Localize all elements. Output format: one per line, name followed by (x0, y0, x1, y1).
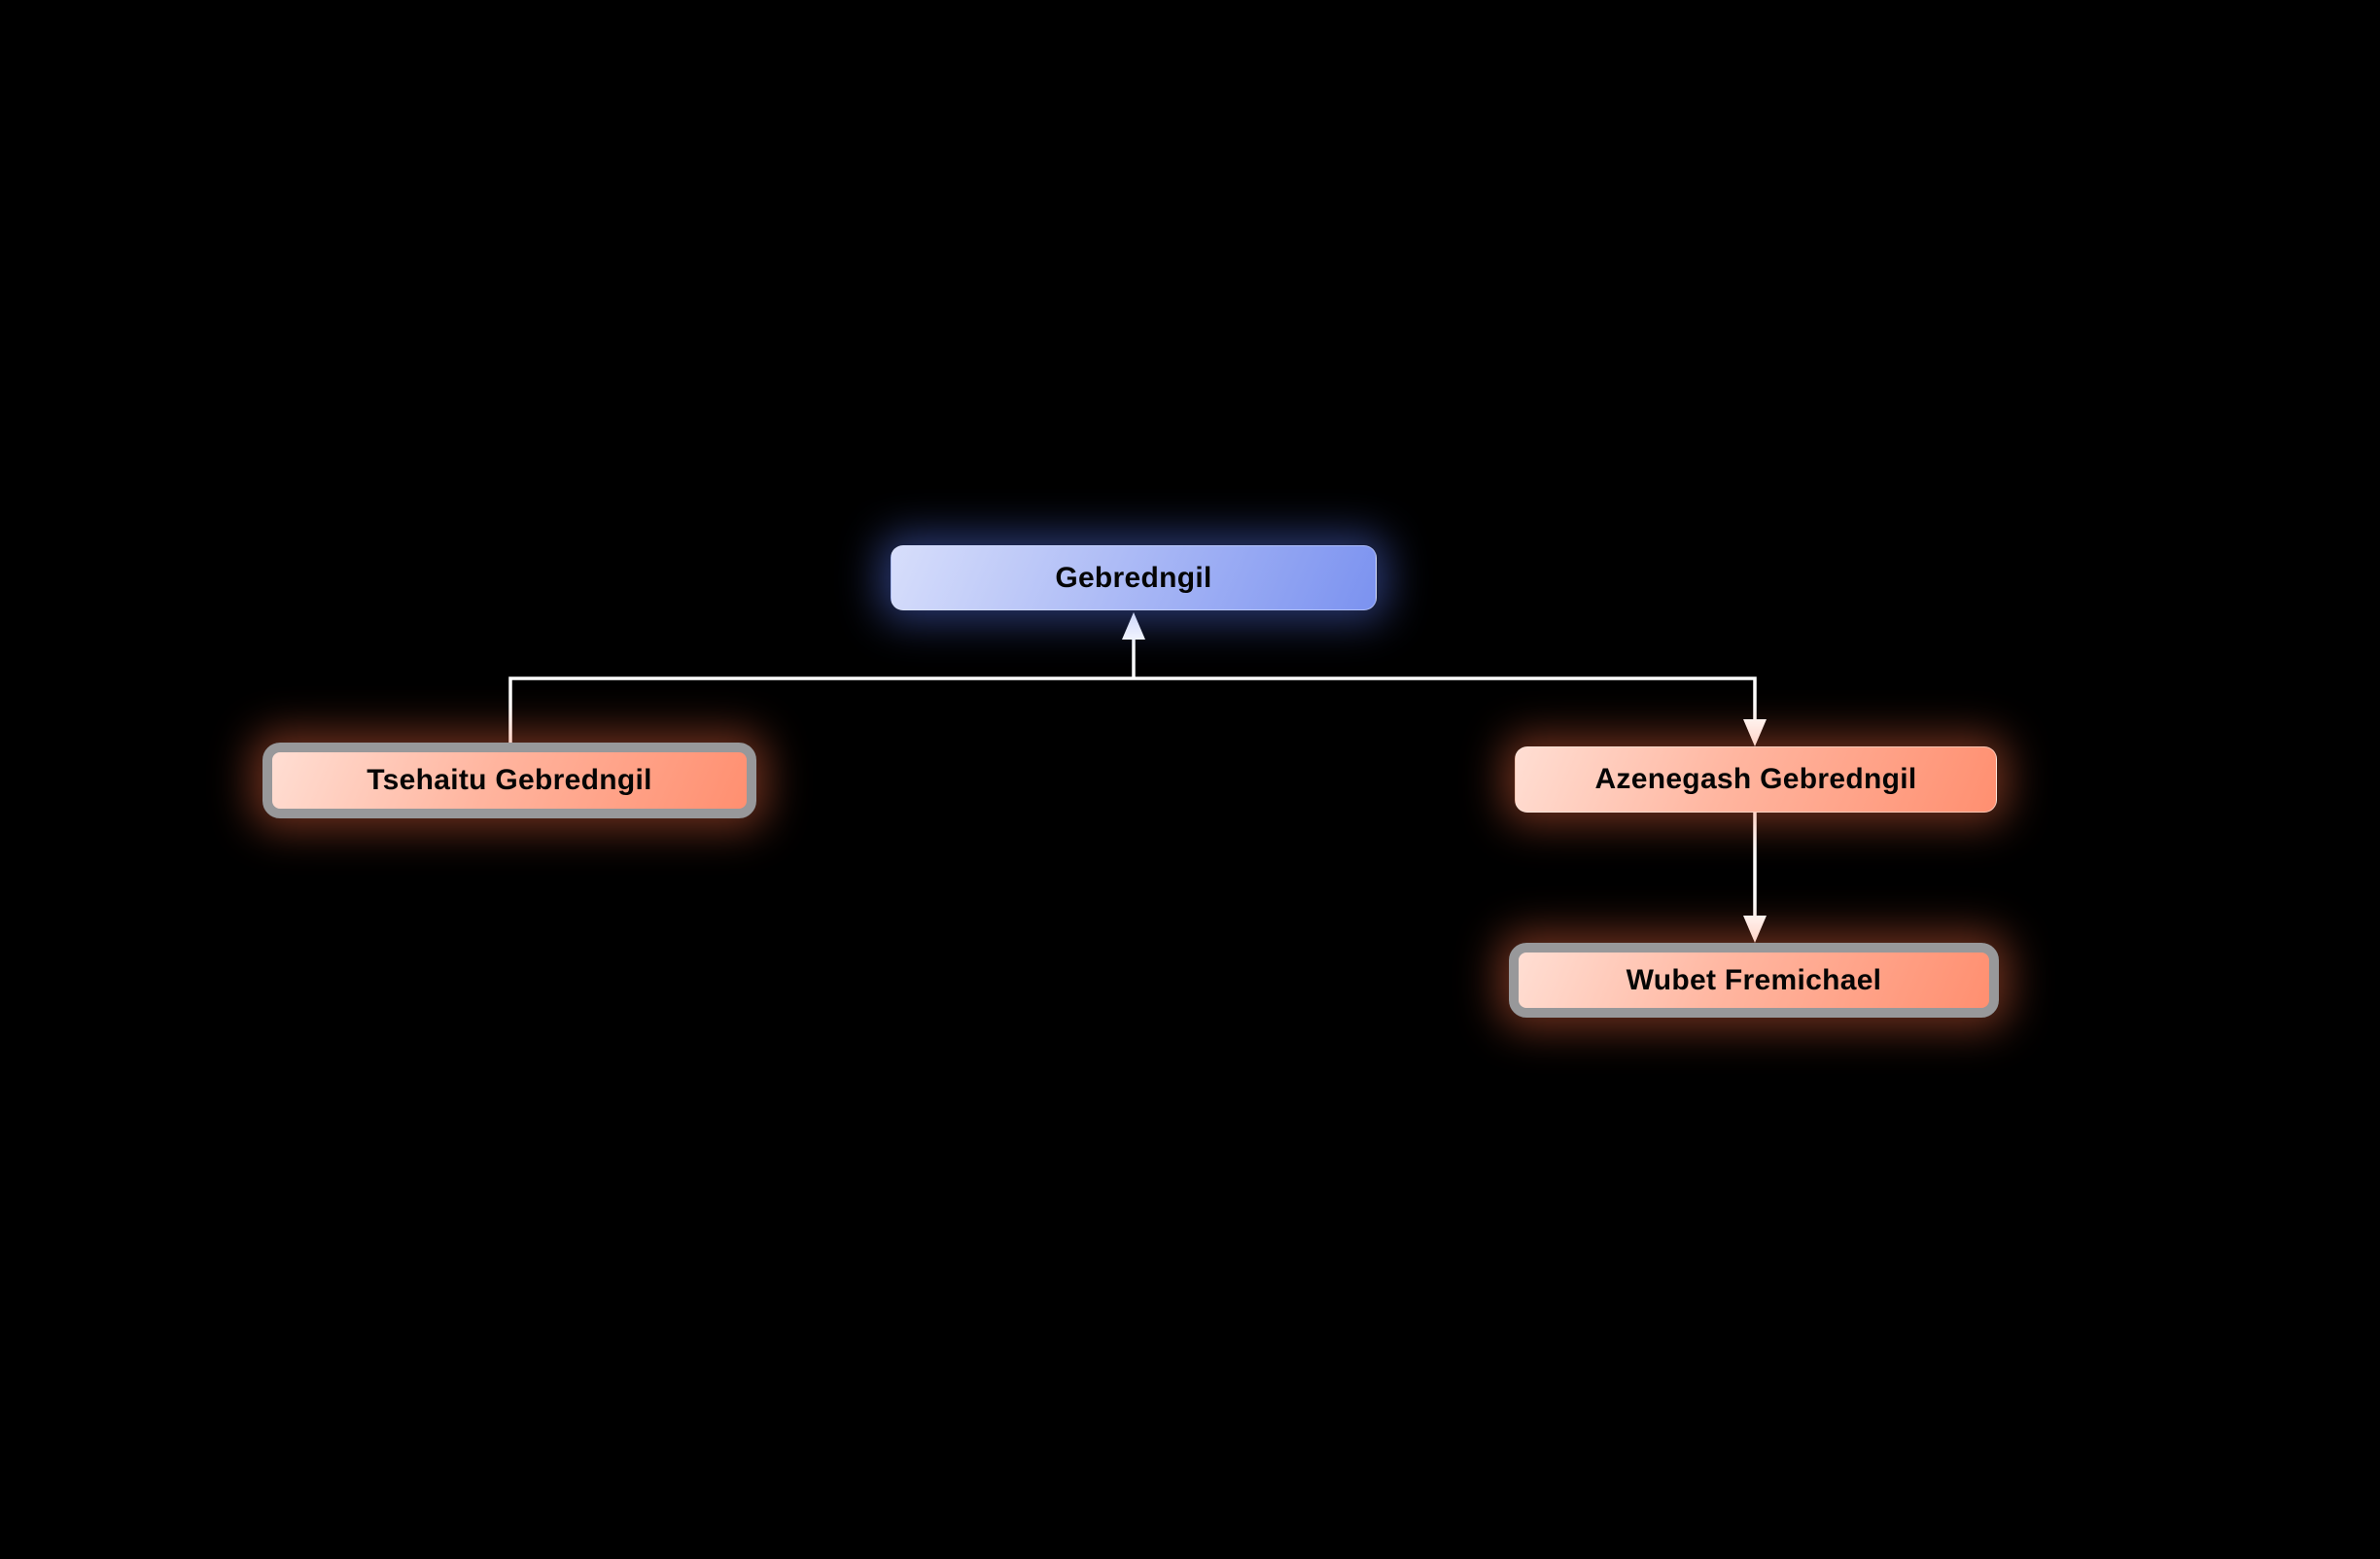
node-gebredngil-label: Gebredngil (1055, 561, 1212, 594)
node-gebredngil[interactable]: Gebredngil (891, 545, 1377, 610)
node-azenegash-gebredngil[interactable]: Azenegash Gebredngil (1515, 746, 1997, 813)
node-tsehaitu-gebredngil[interactable]: Tsehaitu Gebredngil (262, 743, 756, 818)
node-tsehaitu-gebredngil-label: Tsehaitu Gebredngil (367, 764, 652, 796)
arrowhead-to-azenegash (1743, 719, 1767, 746)
arrowhead-to-root (1122, 612, 1145, 640)
arrowhead-to-wubet (1743, 916, 1767, 943)
connector-rail (508, 676, 1757, 743)
node-azenegash-gebredngil-label: Azenegash Gebredngil (1594, 763, 1917, 795)
node-wubet-fremichael-label: Wubet Fremichael (1626, 963, 1882, 996)
node-wubet-fremichael[interactable]: Wubet Fremichael (1509, 943, 1999, 1018)
